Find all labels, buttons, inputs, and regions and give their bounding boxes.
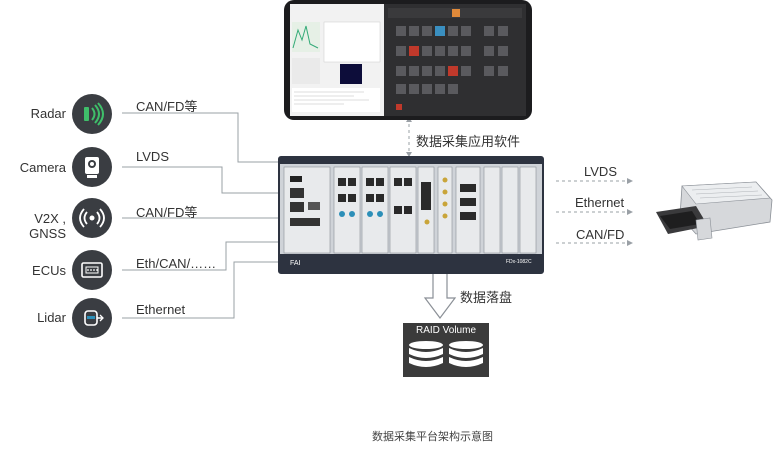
output-label-ethernet: Ethernet xyxy=(575,195,625,210)
software-label: 数据采集应用软件 xyxy=(416,134,521,149)
tablet xyxy=(284,0,532,120)
ecu-device xyxy=(656,181,773,241)
protocol-label-v2x: CAN/FD等 xyxy=(136,205,198,220)
sensor-name-lidar: Lidar xyxy=(37,310,66,325)
camera-icon xyxy=(72,147,112,187)
lidar-connector xyxy=(122,261,280,319)
wireless-icon xyxy=(72,198,112,238)
output-label-canfd: CAN/FD xyxy=(576,227,625,242)
chassis: FAI FDx-1082C xyxy=(278,156,544,274)
disk-icon xyxy=(409,341,483,367)
sensor-name-camera: Camera xyxy=(19,160,66,175)
sensor-name-radar: Radar xyxy=(30,106,66,121)
protocol-label-ecus: Eth/CAN/…… xyxy=(136,256,217,271)
camera-connector xyxy=(122,166,280,194)
ecu-icon xyxy=(72,250,112,290)
sensor-name-ecus: ECUs xyxy=(32,263,66,278)
protocol-label-camera: LVDS xyxy=(136,149,169,164)
chassis-brand: FAI xyxy=(290,260,301,267)
chassis-model: FDx-1082C xyxy=(506,259,532,265)
protocol-label-lidar: Ethernet xyxy=(136,302,186,317)
radar-icon xyxy=(72,94,112,134)
lidar-icon xyxy=(72,298,112,338)
radar-connector xyxy=(122,112,280,163)
chassis-modules: FAI FDx-1082C xyxy=(280,158,542,272)
diagram-caption: 数据采集平台架构示意图 xyxy=(372,431,493,443)
tablet-screen xyxy=(290,4,526,116)
storage-label: 数据落盘 xyxy=(460,290,513,305)
protocol-label-radar: CAN/FD等 xyxy=(136,99,198,114)
ecus-connector xyxy=(122,241,280,271)
storage-arrow xyxy=(423,271,457,319)
output-label-lvds: LVDS xyxy=(584,164,617,179)
sensor-name-v2x: V2X , GNSS xyxy=(29,211,66,241)
raid-volume: RAID Volume xyxy=(403,323,489,377)
raid-label: RAID Volume xyxy=(415,325,477,336)
